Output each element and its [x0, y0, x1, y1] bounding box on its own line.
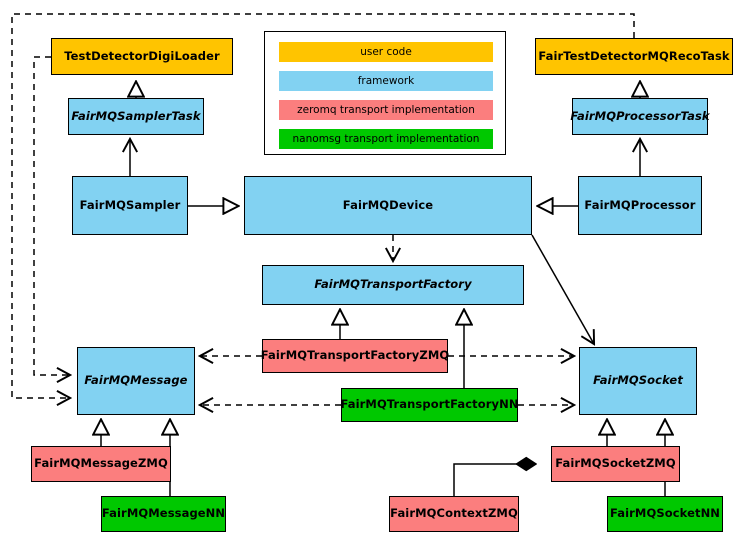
- class-box-label: FairMQTransportFactoryNN: [340, 397, 519, 412]
- class-box-socketzmq[interactable]: FairMQSocketZMQ: [551, 446, 680, 482]
- class-box-processor[interactable]: FairMQProcessor: [578, 176, 702, 235]
- class-box-label: FairMQSocket: [593, 373, 683, 388]
- legend-item-1: framework: [279, 71, 493, 91]
- class-box-label: FairMQMessageZMQ: [34, 456, 168, 471]
- class-box-label: FairMQSamplerTask: [71, 108, 201, 123]
- class-box-label: FairMQDevice: [342, 197, 434, 212]
- class-box-factory[interactable]: FairMQTransportFactory: [262, 265, 524, 305]
- edge-contextzmq-socketzmq: [453, 464, 536, 496]
- legend-item-label: user code: [360, 46, 412, 58]
- class-box-label: FairMQSampler: [79, 197, 181, 212]
- legend-item-label: nanomsg transport implementation: [292, 133, 480, 145]
- legend-item-3: nanomsg transport implementation: [279, 129, 493, 149]
- edge-recotask-message: [11, 13, 635, 398]
- class-box-label: FairMQProcessorTask: [570, 108, 710, 123]
- edge-device-socket: [531, 234, 594, 344]
- class-box-label: FairMQMessageNN: [101, 506, 226, 521]
- class-box-sampler[interactable]: FairMQSampler: [72, 176, 188, 235]
- class-box-messagenn[interactable]: FairMQMessageNN: [101, 496, 226, 532]
- class-box-label: FairMQSocketNN: [609, 506, 721, 521]
- legend-panel: user code framework zeromq transport imple…: [264, 31, 506, 155]
- class-box-label: FairMQProcessor: [584, 197, 696, 212]
- class-box-message[interactable]: FairMQMessage: [77, 347, 195, 415]
- class-box-label: FairMQTransportFactoryZMQ: [260, 348, 450, 363]
- legend-item-label: zeromq transport implementation: [297, 104, 475, 116]
- class-box-factoryzmq[interactable]: FairMQTransportFactoryZMQ: [260, 339, 450, 373]
- class-box-socketnn[interactable]: FairMQSocketNN: [607, 496, 723, 532]
- class-box-digiloader[interactable]: TestDetectorDigiLoader: [51, 38, 233, 75]
- class-box-factorynn[interactable]: FairMQTransportFactoryNN: [340, 388, 519, 422]
- class-box-samplertask[interactable]: FairMQSamplerTask: [68, 98, 204, 135]
- class-box-label: FairTestDetectorMQRecoTask: [538, 48, 730, 63]
- legend-item-2: zeromq transport implementation: [279, 100, 493, 120]
- class-box-label: FairMQSocketZMQ: [555, 456, 676, 471]
- class-box-socket[interactable]: FairMQSocket: [579, 347, 697, 415]
- legend-item-label: framework: [357, 75, 415, 87]
- class-box-label: FairMQMessage: [84, 373, 188, 388]
- class-box-device[interactable]: FairMQDevice: [244, 176, 532, 235]
- class-box-label: FairMQContextZMQ: [390, 506, 518, 521]
- class-box-label: TestDetectorDigiLoader: [64, 48, 220, 63]
- class-box-contextzmq[interactable]: FairMQContextZMQ: [389, 496, 519, 532]
- edge-digiloader-message: [33, 56, 70, 375]
- class-box-messagezmq[interactable]: FairMQMessageZMQ: [31, 446, 171, 482]
- legend-item-0: user code: [279, 42, 493, 62]
- class-box-processortask[interactable]: FairMQProcessorTask: [570, 98, 710, 135]
- class-box-label: FairMQTransportFactory: [314, 277, 472, 292]
- class-box-recotask[interactable]: FairTestDetectorMQRecoTask: [535, 38, 733, 75]
